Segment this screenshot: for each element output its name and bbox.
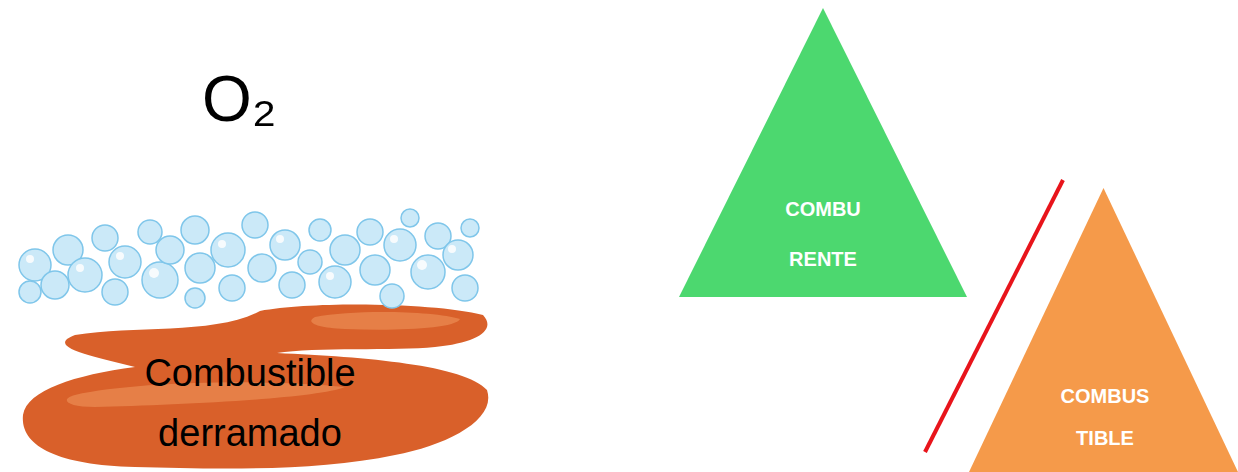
bubble bbox=[211, 233, 245, 267]
bubble bbox=[461, 219, 479, 237]
bubble bbox=[298, 250, 322, 274]
bubble bbox=[270, 230, 300, 260]
oxidizer-triangle: COMBU RENTE bbox=[679, 8, 967, 297]
node-text: COMBUS TIBLE bbox=[1055, 375, 1155, 459]
bubble bbox=[425, 223, 451, 249]
highlight bbox=[276, 235, 284, 243]
triangle-shape bbox=[679, 8, 967, 297]
bubble bbox=[138, 220, 162, 244]
highlight bbox=[218, 240, 226, 248]
highlight bbox=[26, 255, 34, 263]
spill-shape bbox=[23, 305, 488, 469]
node-text: COMBU RENTE bbox=[773, 184, 873, 284]
bubble bbox=[185, 253, 215, 283]
bubble bbox=[19, 249, 51, 281]
bubble bbox=[142, 262, 178, 298]
bubble bbox=[242, 212, 268, 238]
bubble bbox=[92, 225, 118, 251]
highlight bbox=[448, 245, 456, 253]
bubble-highlights bbox=[26, 235, 456, 280]
highlight bbox=[326, 272, 334, 280]
bubble bbox=[181, 216, 209, 244]
highlight bbox=[76, 264, 84, 272]
bubble bbox=[102, 279, 128, 305]
fuel-spill: Combustible derramado bbox=[15, 295, 490, 472]
bubble bbox=[219, 275, 245, 301]
bubble bbox=[357, 219, 383, 245]
bubble bbox=[53, 235, 83, 265]
divider-line bbox=[925, 180, 1063, 452]
bubble bbox=[279, 272, 305, 298]
bubble bbox=[248, 254, 276, 282]
highlight bbox=[116, 252, 124, 260]
fuel-triangle: COMBUS TIBLE bbox=[969, 188, 1238, 472]
bubble bbox=[41, 271, 69, 299]
bubble bbox=[19, 281, 41, 303]
bubble bbox=[109, 246, 141, 278]
bubble bbox=[452, 275, 478, 301]
bubble bbox=[443, 240, 473, 270]
bubble bbox=[384, 229, 416, 261]
bubble bbox=[360, 255, 390, 285]
oxygen-label: O₂ bbox=[202, 62, 277, 136]
bubble bbox=[185, 288, 205, 308]
bubble bbox=[319, 266, 351, 298]
bubble bbox=[309, 219, 331, 241]
foam-bubbles bbox=[19, 209, 479, 308]
highlight bbox=[149, 268, 159, 278]
bubble bbox=[401, 209, 419, 227]
bubble bbox=[411, 255, 445, 289]
highlight bbox=[417, 260, 427, 270]
bubble bbox=[156, 236, 184, 264]
highlight bbox=[390, 235, 398, 243]
bubble bbox=[68, 258, 102, 292]
bubble bbox=[330, 235, 360, 265]
bubble bbox=[380, 284, 404, 308]
node-text: Combustible derramado bbox=[125, 343, 375, 463]
triangle-shape bbox=[969, 188, 1238, 472]
